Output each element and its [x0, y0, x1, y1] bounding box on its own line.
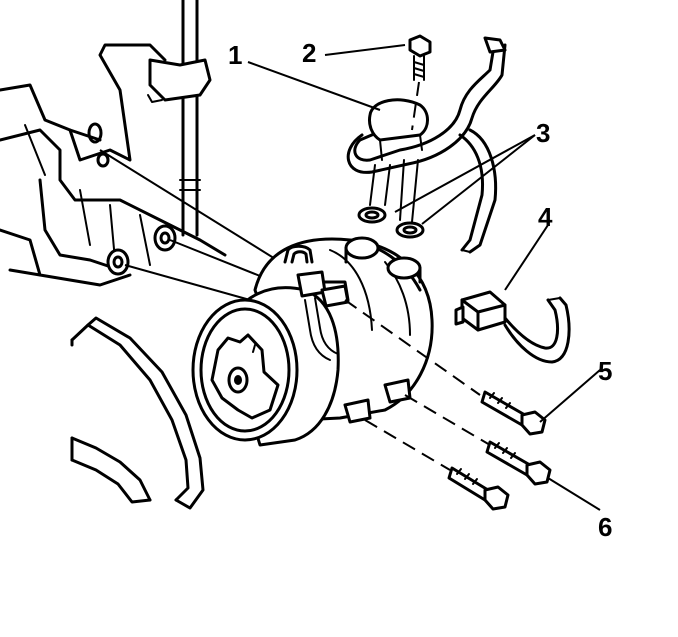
- engine-block: [0, 0, 227, 287]
- bolt-middle: [485, 440, 552, 486]
- pressure-switch-connector: [454, 290, 571, 364]
- drive-belt: [70, 316, 205, 510]
- bolt-lower: [447, 466, 510, 511]
- alignment-lines: [99, 149, 286, 301]
- callout-3: 3: [536, 118, 550, 148]
- clutch-connector: [283, 244, 350, 361]
- callout-2: 2: [302, 38, 316, 68]
- callout-1: 1: [228, 40, 242, 70]
- bolt-upper: [480, 390, 547, 436]
- callout-labels: 1 2 3 4 5 6: [228, 38, 612, 542]
- seal-rings: [357, 206, 425, 239]
- callout-5: 5: [598, 356, 612, 386]
- callout-4: 4: [538, 202, 553, 232]
- mounting-bolts: [344, 299, 552, 511]
- leader-lines: [247, 44, 601, 511]
- fitting-bolt: [408, 34, 432, 131]
- callout-6: 6: [598, 512, 612, 542]
